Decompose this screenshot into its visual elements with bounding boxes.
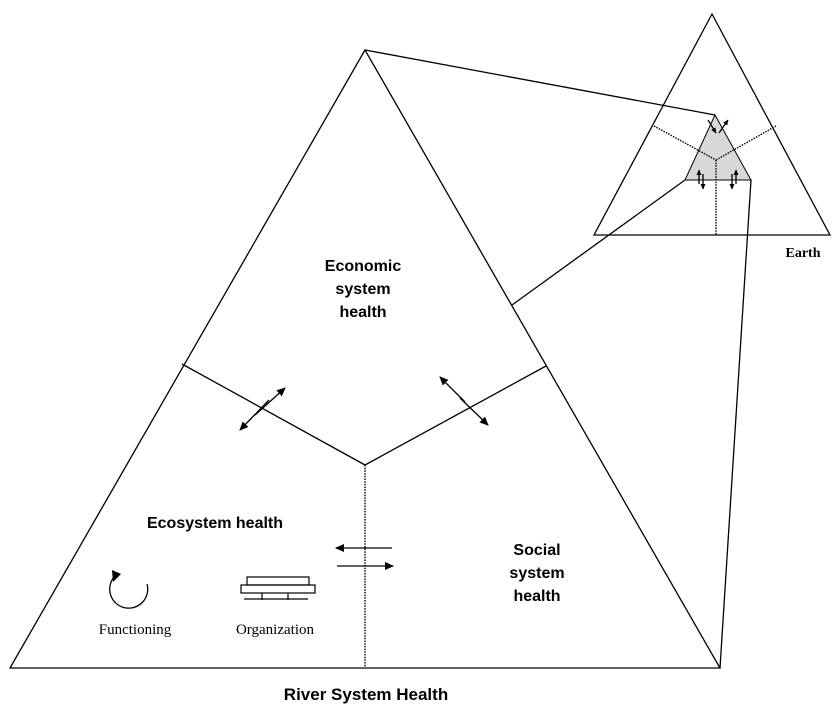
organization-label: Organization <box>236 622 315 638</box>
economic-label-line2: system <box>335 281 390 298</box>
arrow-left-down <box>239 399 270 431</box>
economic-label-line1: Economic <box>325 258 402 275</box>
functioning-icon <box>109 570 149 609</box>
earth-label: Earth <box>786 246 821 261</box>
earth-arrow-1 <box>707 119 717 134</box>
social-label-line3: health <box>513 588 560 605</box>
earth-divider-right <box>715 125 777 161</box>
functioning-label: Functioning <box>99 622 172 638</box>
arrow-right-up <box>439 376 466 403</box>
organization-icon <box>240 576 316 600</box>
connector-right <box>719 179 752 669</box>
earth-triangle <box>592 12 832 236</box>
exchange-arrows-bottom <box>335 544 394 570</box>
diagram-title: River System Health <box>284 685 448 704</box>
exchange-arrows-left <box>239 387 286 431</box>
connector-left <box>511 179 686 306</box>
economic-label-line3: health <box>339 304 386 321</box>
connector-top <box>364 49 716 116</box>
earth-shaded-region <box>684 113 752 181</box>
arrow-left-up <box>254 387 286 416</box>
divider-left <box>181 363 366 466</box>
arrow-right-down <box>459 397 489 426</box>
earth-arrow-2 <box>718 119 729 134</box>
social-label-line2: system <box>509 565 564 582</box>
exchange-arrows-right <box>439 376 489 426</box>
earth-divider-left <box>653 125 717 161</box>
ecosystem-label: Ecosystem health <box>147 515 283 532</box>
earth-exchange-arrows <box>696 119 739 190</box>
divider-right <box>364 365 547 466</box>
social-label-line1: Social <box>513 542 560 559</box>
